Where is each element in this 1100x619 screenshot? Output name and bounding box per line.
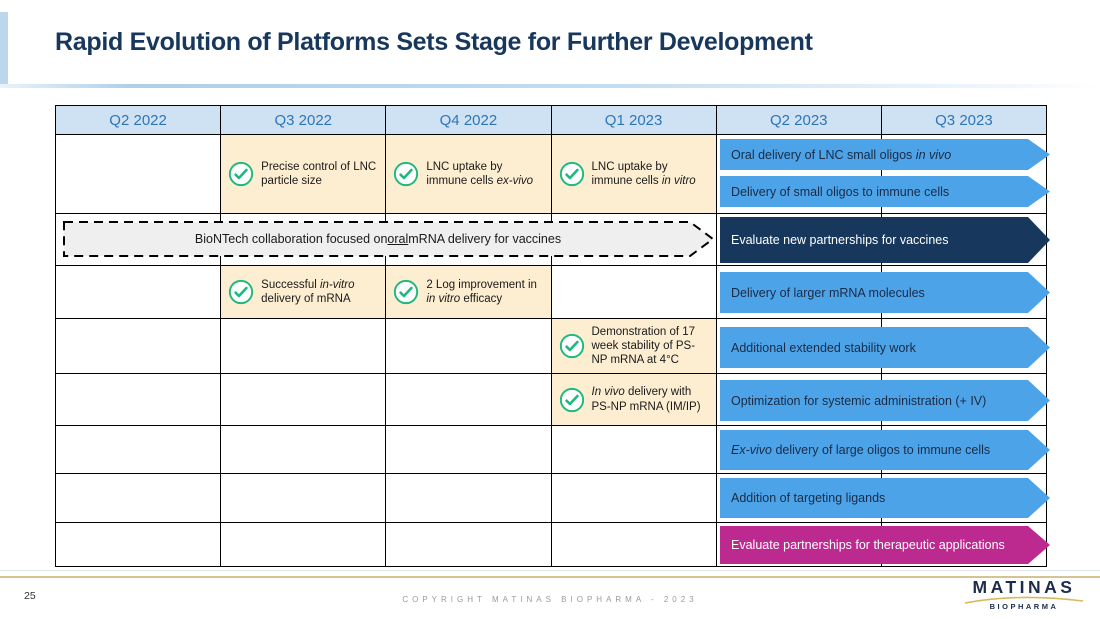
table-cell	[716, 135, 882, 214]
footer-divider-light	[0, 570, 1100, 571]
biontech-banner-text: BioNTech collaboration focused on oral m…	[194, 232, 562, 246]
arrow-therapeutic-partnerships: Evaluate partnerships for therapeutic ap…	[720, 526, 1050, 564]
table-cell	[56, 266, 222, 319]
arrow-label: Ex-vivo delivery of large oligos to immu…	[731, 443, 991, 457]
table-cell	[386, 523, 552, 567]
accent-bar	[0, 12, 8, 85]
logo-wordmark: MATINAS	[972, 577, 1076, 597]
arrow-small-oligos: Delivery of small oligos to immune cells	[720, 176, 1050, 207]
check-icon	[228, 161, 254, 187]
matinas-logo: MATINAS BIOPHARMA	[960, 577, 1088, 611]
milestone-text: Successful in-vitro delivery of mRNA	[261, 278, 355, 305]
table-cell	[56, 426, 222, 474]
arrow-label: Evaluate partnerships for therapeutic ap…	[731, 538, 1005, 552]
biontech-collaboration-banner: BioNTech collaboration focused on oral m…	[63, 221, 715, 257]
milestone-text: Precise control of LNC particle size	[261, 160, 377, 187]
milestone-cell-lnc-uptake-exvivo: LNC uptake by immune cells ex-vivo	[386, 135, 552, 214]
arrow-label: Evaluate new partnerships for vaccines	[731, 233, 949, 247]
milestone-text: Demonstration of 17 week stability of PS…	[591, 325, 696, 366]
table-cell	[386, 319, 552, 374]
arrow-exvivo-large-oligos: Ex-vivo delivery of large oligos to immu…	[720, 430, 1050, 470]
table-cell	[551, 523, 717, 567]
milestone-cell-lnc-uptake-invitro: LNC uptake by immune cells in vitro	[551, 135, 717, 214]
arrow-label: Addition of targeting ligands	[731, 491, 886, 505]
milestone-cell-invitro-mrna: Successful in-vitro delivery of mRNA	[221, 266, 387, 319]
milestone-text: LNC uptake by immune cells in vitro	[591, 160, 696, 187]
arrow-label: Delivery of larger mRNA molecules	[731, 285, 925, 300]
milestone-text: In vivo delivery with PS-NP mRNA (IM/IP)	[591, 386, 701, 413]
arrow-label: Optimization for systemic administration…	[731, 393, 987, 408]
col-header-q2-2022: Q2 2022	[56, 106, 222, 135]
table-cell	[221, 523, 387, 567]
table-cell	[221, 474, 387, 523]
logo-swoosh-icon	[964, 596, 1084, 604]
logo-subtitle: BIOPHARMA	[989, 601, 1059, 611]
milestone-cell-17wk-stability: Demonstration of 17 week stability of PS…	[551, 319, 717, 374]
arrow-label: Oral delivery of LNC small oligos in viv…	[731, 147, 952, 162]
check-icon	[228, 279, 254, 305]
table-cell	[386, 426, 552, 474]
table-cell	[56, 374, 222, 426]
table-cell	[386, 374, 552, 426]
table-cell	[551, 474, 717, 523]
arrow-vaccine-partnerships: Evaluate new partnerships for vaccines	[720, 217, 1050, 263]
col-header-q4-2022: Q4 2022	[386, 106, 552, 135]
col-header-q3-2022: Q3 2022	[221, 106, 387, 135]
table-cell	[56, 319, 222, 374]
milestone-text: 2 Log improvement in in vitro efficacy	[426, 278, 537, 305]
table-cell	[551, 214, 717, 266]
table-cell	[386, 474, 552, 523]
page-title: Rapid Evolution of Platforms Sets Stage …	[55, 28, 813, 56]
page-number: 25	[24, 590, 36, 602]
arrow-label: Delivery of small oligos to immune cells	[731, 184, 950, 199]
check-icon	[393, 161, 419, 187]
table-cell	[551, 426, 717, 474]
title-divider	[0, 84, 1100, 88]
check-icon	[559, 387, 585, 413]
col-header-q3-2023: Q3 2023	[881, 106, 1047, 135]
table-cell	[56, 135, 222, 214]
footer-divider-gold	[0, 576, 1100, 578]
milestone-cell-2log-improvement: 2 Log improvement in in vitro efficacy	[386, 266, 552, 319]
col-header-q2-2023: Q2 2023	[716, 106, 882, 135]
arrow-oral-delivery: Oral delivery of LNC small oligos in viv…	[720, 139, 1050, 170]
arrow-larger-mrna: Delivery of larger mRNA molecules	[720, 272, 1050, 313]
check-icon	[559, 333, 585, 359]
timeline-table: Q2 2022 Q3 2022 Q4 2022 Q1 2023 Q2 2023 …	[55, 105, 1047, 567]
col-header-q1-2023: Q1 2023	[551, 106, 717, 135]
table-cell	[221, 374, 387, 426]
table-cell	[221, 426, 387, 474]
table-cell	[56, 523, 222, 567]
dashed-arrow-shape	[63, 221, 715, 257]
arrow-targeting-ligands: Addition of targeting ligands	[720, 478, 1050, 518]
check-icon	[559, 161, 585, 187]
arrow-stability-work: Additional extended stability work	[720, 327, 1050, 368]
table-cell	[221, 319, 387, 374]
table-cell	[881, 135, 1047, 214]
copyright-text: COPYRIGHT MATINAS BIOPHARMA - 2023	[402, 595, 698, 604]
milestone-text: LNC uptake by immune cells ex-vivo	[426, 160, 534, 187]
check-icon	[393, 279, 419, 305]
arrow-label: Additional extended stability work	[731, 340, 916, 355]
milestone-cell-precise-control: Precise control of LNC particle size	[221, 135, 387, 214]
arrow-systemic-admin: Optimization for systemic administration…	[720, 380, 1050, 421]
table-cell	[551, 266, 717, 319]
milestone-cell-invivo-psnp: In vivo delivery with PS-NP mRNA (IM/IP)	[551, 374, 717, 426]
table-cell	[56, 474, 222, 523]
